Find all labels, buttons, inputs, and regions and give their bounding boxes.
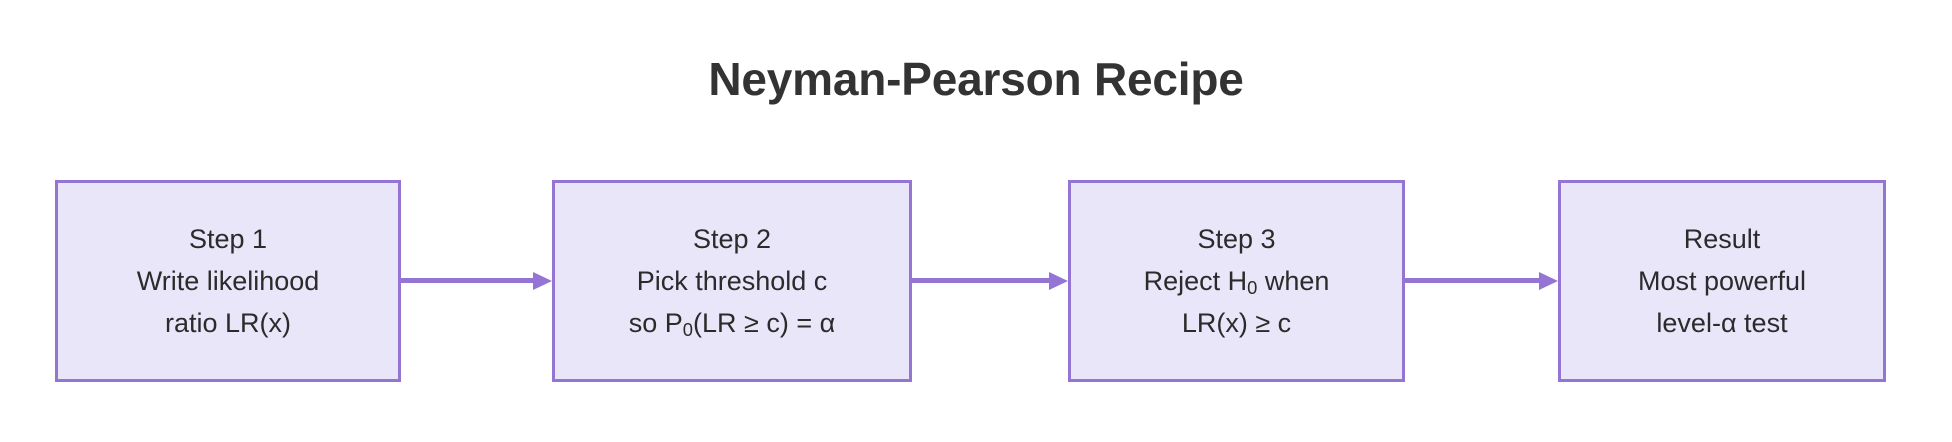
node-line-2-pre: Reject H [1143,265,1248,296]
node-line-3-post: (LR ≥ c) = α [693,308,836,339]
arrow-right-icon-step2-step3 [912,272,1068,290]
node-line-3-pre: so P [628,308,683,339]
node-heading: Step 3 [1197,223,1276,254]
node-line-2-post: when [1257,265,1330,296]
arrow-shaft [401,278,534,283]
flow-node-step-1[interactable]: Step 1 Write likelihood ratio LR(x) [55,180,401,382]
page-title: Neyman-Pearson Recipe [708,53,1244,105]
flow-node-result[interactable]: Result Most powerful level-α test [1558,180,1886,382]
arrow-right-icon-step3-result [1405,272,1558,290]
flow-node-step-3[interactable]: Step 3 Reject H0 when LR(x) ≥ c [1068,180,1405,382]
arrow-head [1049,272,1068,290]
arrow-head [533,272,552,290]
node-line-2-subscript: 0 [1247,276,1258,298]
node-line-3: ratio LR(x) [164,308,292,339]
node-line-2: Most powerful [1637,265,1807,296]
node-line-2: Write likelihood [136,265,320,296]
node-heading: Step 2 [692,223,772,254]
node-line-3: level-α test [1656,308,1788,339]
node-line-3: LR(x) ≥ c [1181,308,1292,339]
arrow-shaft [912,278,1050,283]
node-line-2: Pick threshold c [636,265,828,296]
arrow-right-icon-step1-step2 [401,272,552,290]
flow-node-step-2[interactable]: Step 2 Pick threshold c so P0(LR ≥ c) = … [552,180,912,382]
node-heading: Result [1683,223,1761,254]
node-line-3-subscript: 0 [682,319,694,341]
arrow-shaft [1405,278,1540,283]
node-line-3: so P0(LR ≥ c) = α [629,302,835,344]
arrow-head [1539,272,1558,290]
flowchart: Step 1 Write likelihood ratio LR(x) Step… [0,180,1952,384]
node-heading: Step 1 [188,223,268,254]
node-line-2: Reject H0 when [1144,260,1330,302]
